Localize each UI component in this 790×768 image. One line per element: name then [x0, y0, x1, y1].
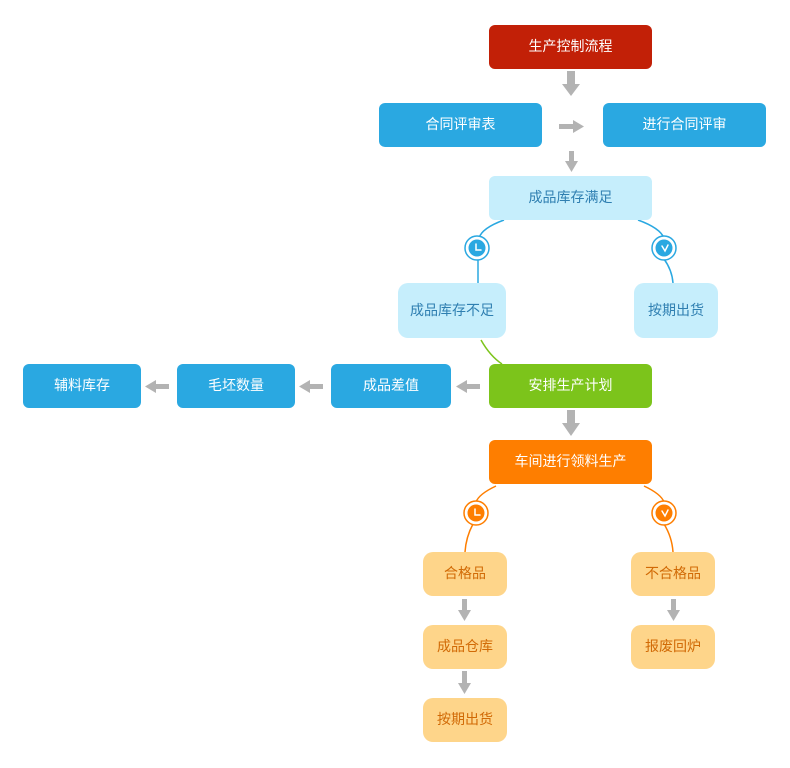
node-arrange-production-plan: 安排生产计划 — [489, 364, 652, 408]
node-auxiliary-stock: 辅料库存 — [23, 364, 141, 408]
node-qualified-product: 合格品 — [423, 552, 507, 596]
node-label: 毛坯数量 — [208, 378, 264, 394]
arrow-left-3 — [145, 380, 169, 393]
clock-icon — [651, 500, 677, 526]
node-scrap-remelt: 报废回炉 — [631, 625, 715, 669]
node-stock-insufficient: 成品库存不足 — [398, 283, 506, 338]
clock-icon — [463, 500, 489, 526]
node-label: 安排生产计划 — [528, 378, 613, 394]
arrow-down-big-2 — [562, 410, 580, 436]
node-do-contract-review: 进行合同评审 — [603, 103, 766, 147]
node-label: 生产控制流程 — [528, 39, 613, 55]
arrow-left-1 — [456, 380, 480, 393]
node-label: 合格品 — [444, 566, 486, 582]
arrow-down-big-1 — [562, 71, 580, 96]
arrow-down-small-2 — [458, 599, 471, 621]
node-blank-quantity: 毛坯数量 — [177, 364, 295, 408]
arrows — [145, 71, 680, 694]
node-production-control-process: 生产控制流程 — [489, 25, 652, 69]
node-label: 车间进行领料生产 — [514, 454, 627, 470]
node-label: 按期出货 — [648, 302, 704, 319]
blue-branches — [477, 219, 674, 284]
orange-branch-right-top — [643, 485, 665, 503]
blue-branch-right-bottom — [663, 258, 674, 284]
node-label: 成品差值 — [363, 378, 419, 394]
orange-branch-left-bottom — [464, 523, 474, 553]
green-connector — [480, 339, 503, 365]
clock-icon — [464, 235, 490, 261]
node-finished-warehouse: 成品仓库 — [423, 625, 507, 669]
blue-branch-right-top — [637, 219, 665, 239]
node-label: 成品仓库 — [437, 639, 493, 655]
node-stock-sufficient: 成品库存满足 — [489, 176, 652, 220]
node-label: 按期出货 — [437, 712, 493, 728]
node-label: 进行合同评审 — [642, 117, 727, 133]
node-label: 不合格品 — [645, 566, 701, 582]
node-label: 辅料库存 — [54, 378, 110, 394]
orange-branch-right-bottom — [663, 523, 674, 553]
node-ship-on-time-1: 按期出货 — [634, 283, 718, 338]
clock-icon — [651, 235, 677, 261]
orange-branch-left-top — [475, 485, 497, 503]
arrow-right-1 — [559, 120, 584, 133]
node-label: 报废回炉 — [645, 639, 701, 655]
arrow-left-2 — [299, 380, 323, 393]
node-ship-on-time-2: 按期出货 — [423, 698, 507, 742]
node-unqualified-product: 不合格品 — [631, 552, 715, 596]
node-contract-review-table: 合同评审表 — [379, 103, 542, 147]
node-workshop-production: 车间进行领料生产 — [489, 440, 652, 484]
orange-branches — [464, 485, 674, 553]
arrow-down-small-4 — [667, 599, 680, 621]
blue-branch-left-top — [478, 219, 505, 239]
node-label: 合同评审表 — [425, 117, 496, 133]
node-product-difference: 成品差值 — [331, 364, 451, 408]
arrow-down-small-1 — [565, 151, 578, 172]
node-label: 成品库存不足 — [410, 302, 494, 319]
node-label: 成品库存满足 — [528, 190, 613, 206]
arrow-down-small-3 — [458, 671, 471, 694]
